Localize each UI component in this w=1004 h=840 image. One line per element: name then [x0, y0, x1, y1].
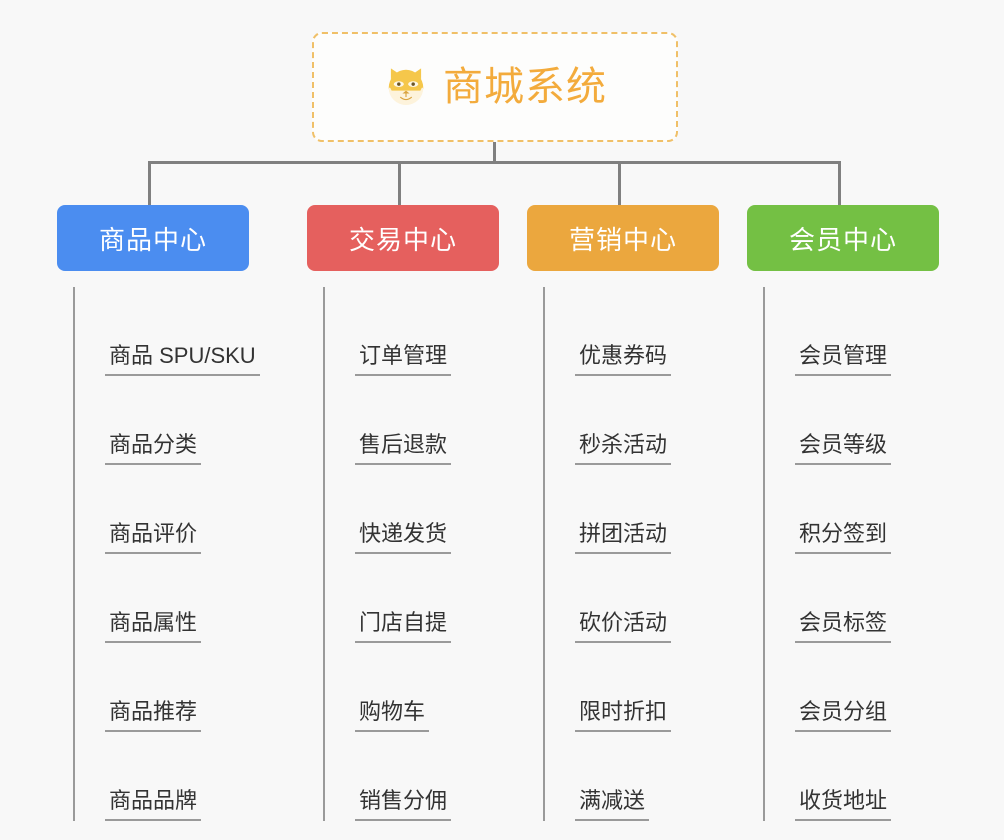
connector-drop-3	[618, 161, 621, 205]
branch-column-trade-center: 交易中心 订单管理 售后退款 快递发货 门店自提 购物车 销售分佣	[307, 205, 499, 837]
leaf-list-product-center: 商品 SPU/SKU 商品分类 商品评价 商品属性 商品推荐 商品品牌	[73, 287, 260, 821]
list-item[interactable]: 商品分类	[75, 376, 249, 465]
leaf-label: 门店自提	[355, 609, 452, 643]
connector-horizontal-bus	[148, 161, 840, 164]
list-item[interactable]: 门店自提	[325, 554, 499, 643]
list-item[interactable]: 会员分组	[765, 643, 939, 732]
leaf-label: 收货地址	[795, 787, 892, 821]
leaf-label: 积分签到	[795, 520, 892, 554]
leaf-label: 砍价活动	[575, 609, 672, 643]
root-node[interactable]: 商城系统	[312, 32, 678, 142]
list-item[interactable]: 收货地址	[765, 732, 939, 821]
leaf-label: 商品评价	[105, 520, 202, 554]
connector-drop-4	[838, 161, 841, 205]
list-item[interactable]: 商品品牌	[75, 732, 249, 821]
leaf-label: 商品 SPU/SKU	[105, 342, 260, 376]
leaf-label: 商品品牌	[105, 787, 202, 821]
leaf-list-marketing-center: 优惠券码 秒杀活动 拼团活动 砍价活动 限时折扣 满减送	[543, 287, 719, 821]
list-item[interactable]: 售后退款	[325, 376, 499, 465]
connector-drop-1	[148, 161, 151, 205]
list-item[interactable]: 优惠券码	[545, 287, 719, 376]
leaf-label: 商品分类	[105, 431, 202, 465]
list-item[interactable]: 会员等级	[765, 376, 939, 465]
leaf-label: 订单管理	[355, 342, 452, 376]
list-item[interactable]: 秒杀活动	[545, 376, 719, 465]
leaf-label: 会员等级	[795, 431, 892, 465]
leaf-label: 快递发货	[355, 520, 452, 554]
leaf-label: 商品推荐	[105, 698, 202, 732]
category-header-marketing-center[interactable]: 营销中心	[527, 205, 719, 271]
root-title: 商城系统	[443, 65, 607, 109]
leaf-label: 销售分佣	[355, 787, 452, 821]
list-item[interactable]: 满减送	[545, 732, 719, 821]
list-item[interactable]: 商品 SPU/SKU	[75, 287, 260, 376]
leaf-label: 满减送	[575, 787, 650, 821]
leaf-label: 限时折扣	[575, 698, 672, 732]
leaf-label: 会员管理	[795, 342, 892, 376]
dog-face-icon	[383, 64, 429, 110]
list-item[interactable]: 商品评价	[75, 465, 249, 554]
leaf-label: 拼团活动	[575, 520, 672, 554]
list-item[interactable]: 购物车	[325, 643, 499, 732]
list-item[interactable]: 快递发货	[325, 465, 499, 554]
list-item[interactable]: 会员管理	[765, 287, 939, 376]
category-header-product-center[interactable]: 商品中心	[57, 205, 249, 271]
list-item[interactable]: 会员标签	[765, 554, 939, 643]
list-item[interactable]: 拼团活动	[545, 465, 719, 554]
leaf-label: 优惠券码	[575, 342, 672, 376]
list-item[interactable]: 砍价活动	[545, 554, 719, 643]
leaf-list-member-center: 会员管理 会员等级 积分签到 会员标签 会员分组 收货地址	[763, 287, 939, 821]
list-item[interactable]: 商品推荐	[75, 643, 249, 732]
leaf-label: 购物车	[355, 698, 430, 732]
branch-column-member-center: 会员中心 会员管理 会员等级 积分签到 会员标签 会员分组 收货地址	[747, 205, 939, 837]
list-item[interactable]: 积分签到	[765, 465, 939, 554]
leaf-label: 会员分组	[795, 698, 892, 732]
category-label: 商品中心	[98, 224, 207, 255]
list-item[interactable]: 订单管理	[325, 287, 499, 376]
leaf-label: 会员标签	[795, 609, 892, 643]
leaf-label: 售后退款	[355, 431, 452, 465]
category-header-member-center[interactable]: 会员中心	[747, 205, 939, 271]
branch-column-product-center: 商品中心 商品 SPU/SKU 商品分类 商品评价 商品属性 商品推荐 商品品牌	[57, 205, 260, 837]
leaf-label: 商品属性	[105, 609, 202, 643]
category-label: 交易中心	[348, 224, 457, 255]
list-item[interactable]: 限时折扣	[545, 643, 719, 732]
list-item[interactable]: 销售分佣	[325, 732, 499, 821]
category-label: 会员中心	[788, 224, 897, 255]
category-header-trade-center[interactable]: 交易中心	[307, 205, 499, 271]
branch-column-marketing-center: 营销中心 优惠券码 秒杀活动 拼团活动 砍价活动 限时折扣 满减送	[527, 205, 719, 837]
leaf-list-trade-center: 订单管理 售后退款 快递发货 门店自提 购物车 销售分佣	[323, 287, 499, 821]
connector-drop-2	[398, 161, 401, 205]
list-item[interactable]: 商品属性	[75, 554, 249, 643]
leaf-label: 秒杀活动	[575, 431, 672, 465]
connector-root-stem	[493, 142, 496, 163]
category-label: 营销中心	[568, 224, 677, 255]
